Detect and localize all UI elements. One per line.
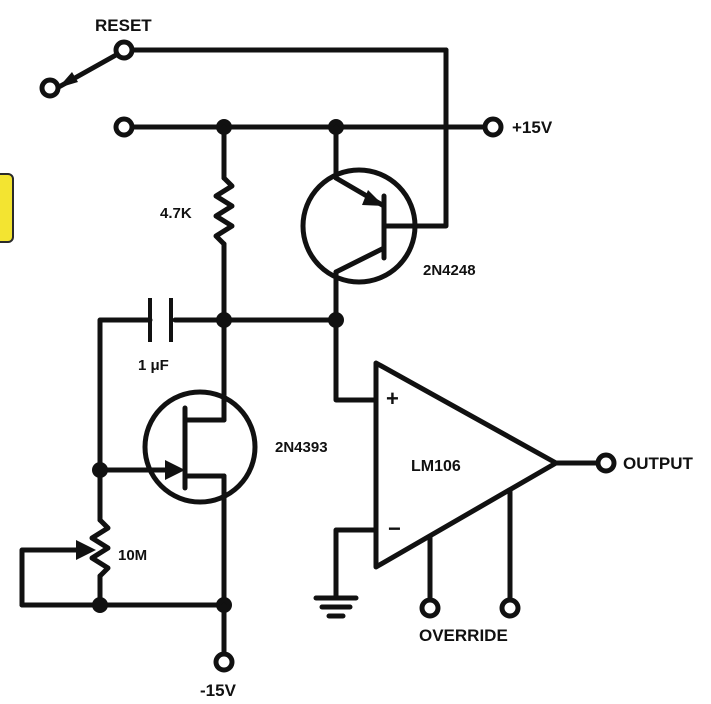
output-terminal[interactable] <box>595 452 617 474</box>
wire-reset-to-q1-base <box>381 47 449 229</box>
potentiometer-10m <box>19 467 227 608</box>
resistor-4k7-label: 4.7K <box>160 205 192 222</box>
override-terminal-1[interactable] <box>419 597 441 619</box>
reset-terminal-left[interactable] <box>39 77 61 99</box>
minus15-terminal[interactable] <box>213 651 235 673</box>
reset-terminal-right[interactable] <box>113 39 135 61</box>
override-label: OVERRIDE <box>419 626 508 645</box>
capacitor-1uf <box>97 298 173 473</box>
transistor-2n4248 <box>300 124 418 323</box>
opamp-part-label: LM106 <box>411 458 461 475</box>
jfet-2n4393-label: 2N4393 <box>275 439 328 456</box>
transistor-2n4248-label: 2N4248 <box>423 262 476 279</box>
output-label: OUTPUT <box>623 454 694 473</box>
opamp-minus-label: − <box>388 516 401 541</box>
rail-terminal-left[interactable] <box>113 116 135 138</box>
page-tab-marker <box>0 173 14 243</box>
plus15-terminal[interactable] <box>482 116 504 138</box>
comparator-lm106 <box>313 317 601 619</box>
reset-switch <box>54 47 449 91</box>
junction-dot <box>92 597 108 613</box>
plus15-label: +15V <box>512 118 553 137</box>
resistor-4k7 <box>213 124 235 323</box>
reset-label: RESET <box>95 16 152 35</box>
jfet-2n4393 <box>97 317 258 608</box>
potentiometer-10m-label: 10M <box>118 547 147 564</box>
override-terminal-2[interactable] <box>499 597 521 619</box>
opamp-plus-label: + <box>386 386 399 411</box>
capacitor-1uf-label: 1 μF <box>138 357 169 374</box>
minus15-label: -15V <box>200 681 237 700</box>
